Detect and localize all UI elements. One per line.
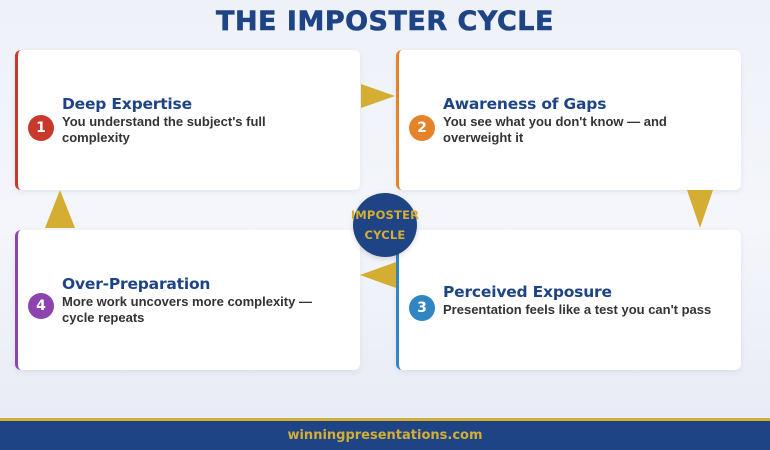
step-card-deep-expertise: 1 Deep Expertise You understand the subj…	[15, 50, 360, 190]
arrow-up-icon	[45, 190, 75, 228]
step-number-badge: 3	[409, 295, 435, 321]
center-cycle-badge: IMPOSTER CYCLE	[350, 193, 420, 257]
center-label-line2: CYCLE	[364, 228, 406, 242]
step-title: Awareness of Gaps	[443, 95, 607, 113]
step-title: Over-Preparation	[62, 275, 211, 293]
step-number-badge: 4	[28, 293, 54, 319]
arrow-down-icon	[687, 190, 713, 228]
step-card-over-preparation: 4 Over-Preparation More work uncovers mo…	[15, 230, 360, 370]
step-title: Perceived Exposure	[443, 283, 612, 301]
step-description: You see what you don't know — and overwe…	[443, 114, 667, 145]
center-label-line1: IMPOSTER	[350, 208, 420, 222]
footer-divider	[0, 418, 770, 421]
arrow-left-icon	[360, 262, 396, 288]
step-number-badge: 2	[409, 115, 435, 141]
arrow-right-icon	[361, 84, 395, 108]
step-card-perceived-exposure: 3 Perceived Exposure Presentation feels …	[396, 230, 741, 370]
step-number-badge: 1	[28, 115, 54, 141]
step-description: You understand the subject's full comple…	[62, 114, 266, 145]
footer-website: winningpresentations.com	[287, 428, 483, 443]
page-title: THE IMPOSTER CYCLE	[216, 6, 554, 38]
step-description: More work uncovers more complexity — cyc…	[62, 294, 312, 325]
footer-bar: winningpresentations.com	[0, 421, 770, 450]
step-title: Deep Expertise	[62, 95, 192, 113]
step-card-awareness-of-gaps: 2 Awareness of Gaps You see what you don…	[396, 50, 741, 190]
step-description: Presentation feels like a test you can't…	[443, 302, 712, 317]
